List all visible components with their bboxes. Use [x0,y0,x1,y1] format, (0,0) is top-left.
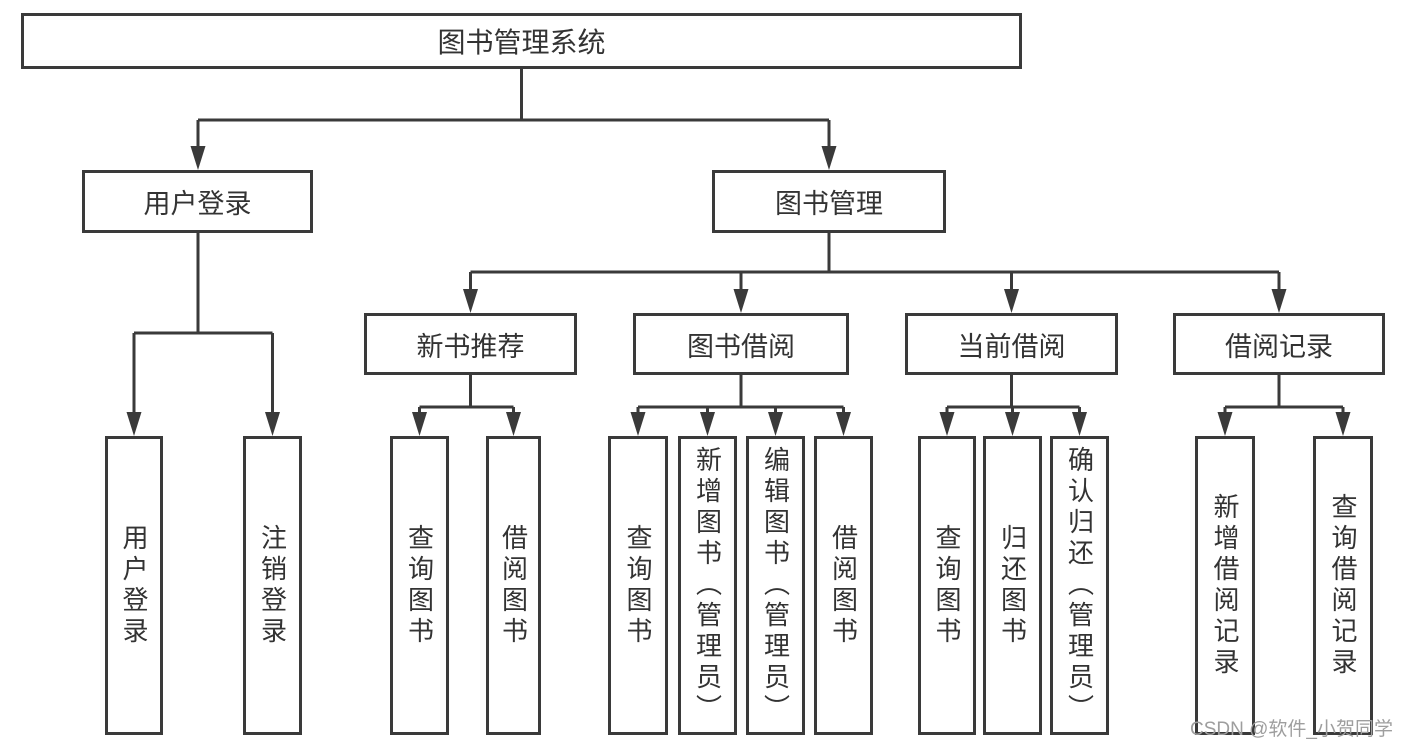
node-user-login: 用户登录 [82,170,313,233]
node-new-book-recommend: 新书推荐 [364,313,577,375]
node-book-management: 图书管理 [712,170,946,233]
leaf-borrow-borrow-books-label: 借阅图书 [828,523,859,648]
leaf-borrow-borrow-books: 借阅图书 [814,436,873,735]
leaf-current-query-books: 查询图书 [918,436,976,735]
leaf-current-return-books-label: 归还图书 [997,523,1028,648]
leaf-borrow-edit-books-admin-label: 编辑图书（管理员） [760,446,791,725]
leaf-recommend-query-books-label: 查询图书 [404,523,435,648]
leaf-borrow-query-books-label: 查询图书 [623,523,653,648]
leaf-borrow-add-books-admin-label: 新增图书（管理员） [692,446,723,725]
leaf-recommend-borrow-books: 借阅图书 [486,436,541,735]
leaf-borrow-query-books: 查询图书 [608,436,668,735]
leaf-borrow-add-books-admin: 新增图书（管理员） [678,436,737,735]
node-borrow-records: 借阅记录 [1173,313,1385,375]
leaf-borrow-edit-books-admin: 编辑图书（管理员） [746,436,805,735]
node-book-management-label: 图书管理 [775,189,883,219]
node-new-book-recommend-label: 新书推荐 [416,331,525,362]
node-book-borrow-label: 图书借阅 [687,331,795,362]
leaf-records-add-record: 新增借阅记录 [1195,436,1255,735]
leaf-records-query-record-label: 查询借阅记录 [1328,492,1358,679]
leaf-logout-label: 注销登录 [257,523,288,648]
watermark: CSDN @软件_小贺同学 [1190,719,1393,740]
leaf-current-confirm-return-admin-label: 确认归还（管理员） [1064,446,1095,725]
node-book-borrow: 图书借阅 [633,313,849,375]
leaf-records-query-record: 查询借阅记录 [1313,436,1373,735]
leaf-current-return-books: 归还图书 [983,436,1042,735]
leaf-records-add-record-label: 新增借阅记录 [1210,492,1240,679]
leaf-current-query-books-label: 查询图书 [932,523,962,648]
leaf-user-login: 用户登录 [105,436,163,735]
node-user-login-label: 用户登录 [143,189,252,219]
leaf-user-login-label: 用户登录 [119,523,149,648]
node-root-label: 图书管理系统 [437,27,606,58]
node-current-borrow: 当前借阅 [905,313,1118,375]
leaf-recommend-borrow-books-label: 借阅图书 [498,523,529,648]
node-borrow-records-label: 借阅记录 [1225,331,1333,362]
leaf-logout: 注销登录 [243,436,302,735]
node-current-borrow-label: 当前借阅 [957,331,1066,362]
leaf-recommend-query-books: 查询图书 [390,436,449,735]
leaf-current-confirm-return-admin: 确认归还（管理员） [1050,436,1109,735]
node-root: 图书管理系统 [21,13,1022,69]
